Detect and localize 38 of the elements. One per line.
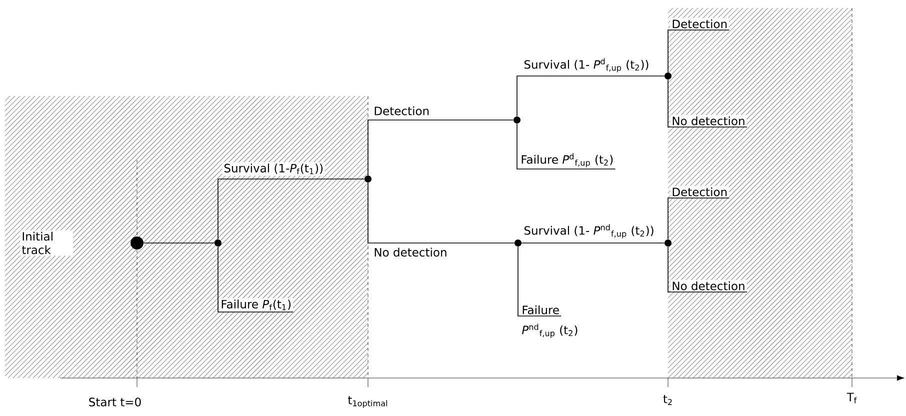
axis-label: T$_{f}$ — [846, 392, 857, 404]
outcome-label: Failure — [520, 304, 562, 316]
branch-dot — [214, 240, 222, 246]
branch-line — [668, 79, 748, 128]
outcome-label: Failure P$_{f}$(t$_{1}$) — [219, 298, 294, 312]
region-label: Initial track — [20, 230, 74, 256]
outcome-label: Detection — [670, 186, 730, 198]
branch-dot — [664, 240, 672, 246]
edge-label: Survival (1- P$^{d}$$_{f,up}$ (t$_{2}$)) — [522, 56, 651, 74]
branch-dot — [514, 116, 520, 124]
branch-line — [143, 242, 215, 244]
edge-label: Survival (1- P$^{nd}$$_{f,up}$ (t$_{2}$)) — [522, 222, 656, 240]
branch-line — [668, 198, 730, 240]
branch-line — [668, 246, 748, 292]
branch-line — [518, 246, 562, 316]
outcome-label: No detection — [670, 280, 747, 292]
edge-label: Detection — [372, 104, 432, 117]
outcome-label: No detection — [670, 114, 747, 127]
branch-dot — [514, 240, 522, 246]
branch-line — [516, 76, 665, 117]
branch-dot — [364, 176, 372, 182]
branch-line — [368, 120, 514, 176]
branch-line — [521, 242, 665, 244]
axis-label: t$_{1optimal}$ — [348, 396, 388, 408]
branch-line — [218, 178, 365, 240]
axis-label: t$_{2}$ — [663, 395, 672, 405]
axis-label: Start t=0 — [89, 398, 141, 406]
branch-line — [368, 182, 515, 244]
outcome-label: Detection — [670, 18, 730, 30]
branch-line — [516, 123, 616, 170]
branch-line — [668, 30, 730, 73]
probability-label: P$^{nd}$$_{f,up}$ (t$_{2}$) — [520, 322, 580, 340]
edge-label: No detection — [372, 246, 449, 258]
branch-dot — [130, 236, 144, 250]
branch-dot — [664, 72, 672, 80]
outcome-label: Failure P$^{d}$$_{f,up}$ (t$_{2}$) — [519, 152, 616, 169]
edge-label: Survival (1-P$_{f}$(t$_{1}$)) — [222, 162, 326, 176]
branch-line — [218, 246, 294, 312]
